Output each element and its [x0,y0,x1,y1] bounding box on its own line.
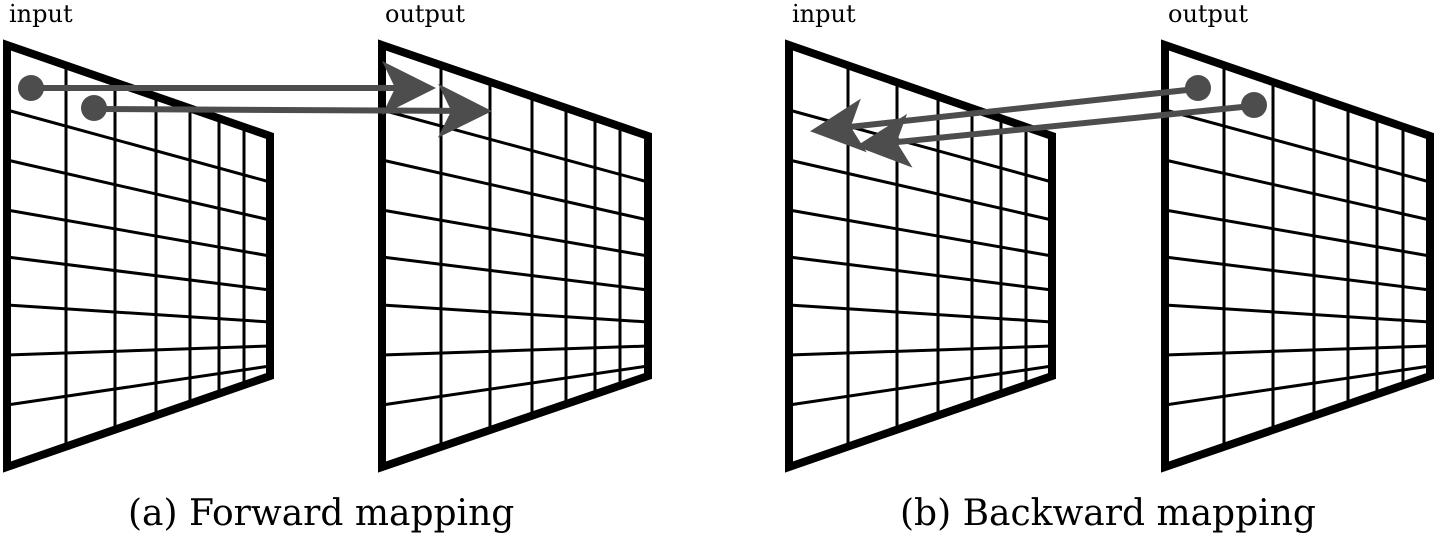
panel-b-output-grid-lines [1164,65,1431,447]
backward-arrow-1-source-point [1185,75,1211,101]
panel-b-output-grid-frame [1161,39,1434,473]
panel-a-input-grid-lines [6,65,271,447]
panel-a-output-label: output [385,0,466,28]
panel-b-backward-arrows [810,75,1267,168]
forward-arrow-1-source-point [18,75,44,101]
backward-arrow-2 [856,103,1253,168]
forward-arrow-2 [95,83,492,138]
forward-arrow-2-source-point [81,95,107,121]
panel-b-input-label: input [792,0,856,28]
panel-a-caption: (a) Forward mapping [128,493,515,534]
panel-a-input-grid [3,39,274,473]
panel-b-input-grid-frame [785,39,1056,473]
panel-b-output-grid [1161,39,1434,473]
panel-a-input-grid-frame [3,39,274,473]
backward-arrow-2-source-point [1241,92,1267,118]
panel-a-output-grid [378,39,652,473]
panel-a-input-label: input [9,0,73,28]
panel-a-output-grid-lines [381,65,649,447]
panel-a-forward-arrows [18,61,492,138]
panel-b-caption: (b) Backward mapping [900,493,1316,534]
panel-a-output-grid-frame [378,39,652,473]
panel-b-output-label: output [1168,0,1249,28]
